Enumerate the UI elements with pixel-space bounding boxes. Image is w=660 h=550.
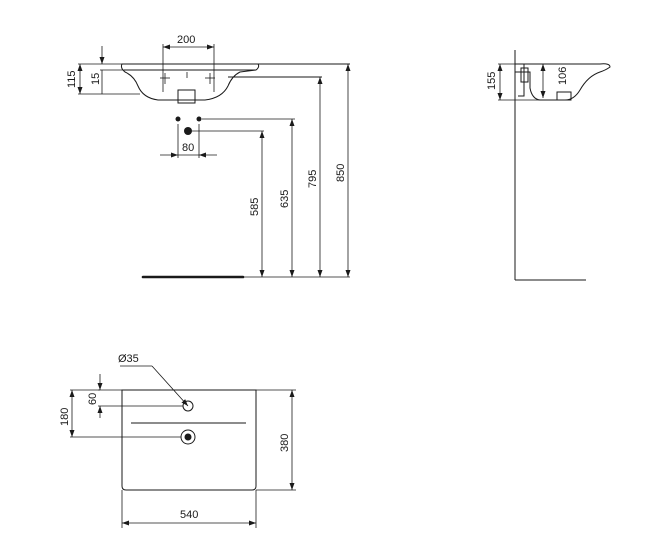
side-view: 155 106 bbox=[486, 50, 611, 281]
basin-side-profile bbox=[515, 63, 611, 101]
dim-basin-bottom-height: 795 bbox=[307, 170, 319, 188]
dim-side-depth: 155 bbox=[486, 72, 498, 90]
waste-hole-left bbox=[175, 116, 181, 122]
dim-rim-top-height: 850 bbox=[335, 164, 347, 182]
drain-inner bbox=[184, 433, 192, 441]
dim-bowl-depth: 106 bbox=[557, 67, 569, 85]
dim-waste-height-low: 585 bbox=[249, 198, 261, 216]
dim-rim-thickness: 15 bbox=[90, 73, 102, 85]
waste-outlet bbox=[177, 89, 196, 104]
dim-plan-width: 540 bbox=[180, 509, 198, 521]
waste-pipe bbox=[184, 127, 192, 135]
dim-tap-hole-diameter: Ø35 bbox=[118, 353, 139, 365]
basin-front-outline bbox=[120, 63, 260, 101]
dim-plan-depth: 380 bbox=[279, 434, 291, 452]
dim-tap-spacing: 200 bbox=[177, 34, 195, 46]
basin-plan-outline bbox=[121, 389, 257, 491]
dim-waste-height-high: 635 bbox=[279, 190, 291, 208]
dim-rim-height: 115 bbox=[66, 70, 78, 88]
front-view: 200 115 15 80 585 635 795 bbox=[66, 34, 351, 279]
dim-tap-offset: 60 bbox=[87, 393, 99, 405]
dim-drain-offset: 180 bbox=[59, 408, 71, 426]
waste-hole-right bbox=[196, 116, 202, 122]
dim-waste-spacing: 80 bbox=[182, 142, 194, 154]
plan-view: Ø35 60 180 380 540 bbox=[59, 353, 296, 528]
